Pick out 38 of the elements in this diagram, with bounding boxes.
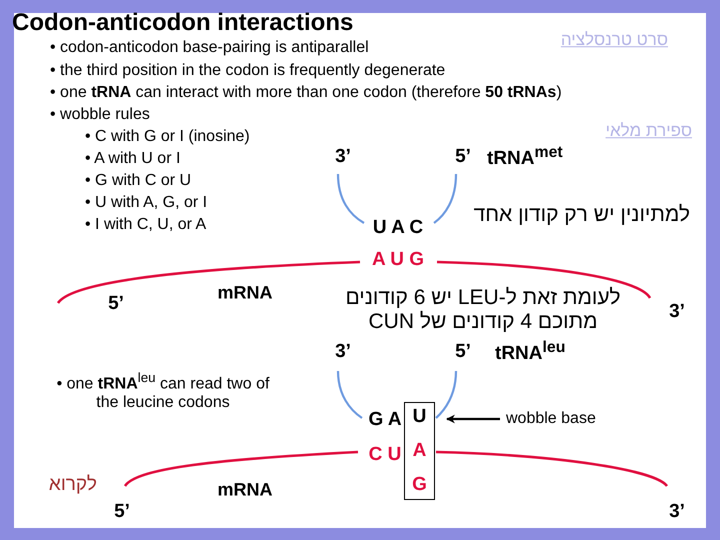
strand-end-label: 5’ xyxy=(455,146,471,168)
strand-end-label: 5’ xyxy=(114,501,130,523)
note-text: למתיונין יש רק קודון אחד xyxy=(474,202,690,228)
strand-end-label: 5’ xyxy=(455,341,471,363)
link: סרט טרנסלציה xyxy=(560,30,668,50)
annotation-text: wobble base xyxy=(506,410,596,428)
codon-letter: G xyxy=(412,474,427,496)
bullet-text: • one tRNA$^{leu}$ can read two of the leucine codons xyxy=(56,370,270,412)
boxed-bases xyxy=(404,402,435,500)
strand-end-label: 5’ xyxy=(108,293,124,315)
trna-label: tRNA$^{leu}$ xyxy=(495,338,566,366)
title: Codon-anticodon interactions xyxy=(12,9,354,37)
bullet-text: • U with A, G, or I xyxy=(85,194,208,212)
codon-letter: A xyxy=(412,440,426,462)
codon-text: C U xyxy=(368,444,402,466)
link: ספירת מלאי xyxy=(606,121,692,141)
bullet-text: • C with G or I (inosine) xyxy=(85,128,250,146)
codon-text: G A xyxy=(368,409,402,431)
bullet-text: • I with C, U, or A xyxy=(85,216,206,234)
codon-text: U A C xyxy=(372,217,424,239)
strand-end-label: 3’ xyxy=(669,301,685,323)
trna-label: tRNA$^{met}$ xyxy=(487,144,563,170)
strand-end-label: 3’ xyxy=(335,146,351,168)
note-text: לקרוא xyxy=(48,474,97,496)
bullet-text: • G with C or U xyxy=(85,172,192,190)
bullet-text: • one tRNA can interact with more than one codon (therefore 50 tRNAs) xyxy=(50,84,562,102)
arrow xyxy=(446,414,500,424)
strand-end-label: 3’ xyxy=(669,501,685,523)
bullet-text: • the third position in the codon is frequently degenerate xyxy=(50,62,446,80)
mrna-label: mRNA xyxy=(218,480,272,500)
codon-text: A U G xyxy=(372,249,424,271)
bullet-text: • codon-anticodon base-pairing is antiparallel xyxy=(50,38,369,58)
bullet-text: • wobble rules xyxy=(50,106,150,124)
codon-letter: U xyxy=(412,406,426,428)
note-text: לעומת זאת ל-LEU יש 6 קודונים מתוכם 4 קודונים של CUN xyxy=(344,286,622,334)
strand-end-label: 3’ xyxy=(335,341,351,363)
mrna-label: mRNA xyxy=(218,282,272,304)
bullet-text: • A with U or I xyxy=(85,150,180,168)
